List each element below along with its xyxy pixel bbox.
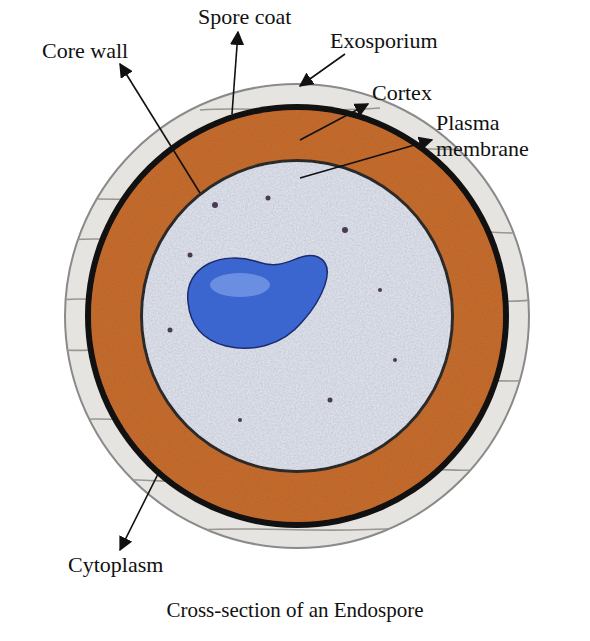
figure-caption: Cross-section of an Endospore [0,598,590,623]
part-label: Plasma membrane [436,110,556,162]
part-label: Cortex [372,80,482,106]
exosporium-texture [60,108,530,530]
cortex-layer [91,110,503,522]
core-wall-layer [140,159,454,473]
leader-line [300,140,432,178]
spore-coat-layer [85,104,509,528]
nucleoid [188,256,327,349]
leader-line [120,64,200,193]
part-label: Spore coat [198,4,348,30]
leader-lines [120,32,432,550]
leader-line [300,104,368,140]
leader-line [232,32,238,114]
leader-line [300,54,345,86]
cytoplasm-specks [168,196,398,423]
part-label: Exosporium [330,28,480,54]
leader-line [120,470,160,550]
nucleoid-highlight [210,273,270,297]
cytoplasm-layer [143,162,451,470]
part-label: Core wall [42,38,172,64]
part-label: Cytoplasm [68,552,208,578]
